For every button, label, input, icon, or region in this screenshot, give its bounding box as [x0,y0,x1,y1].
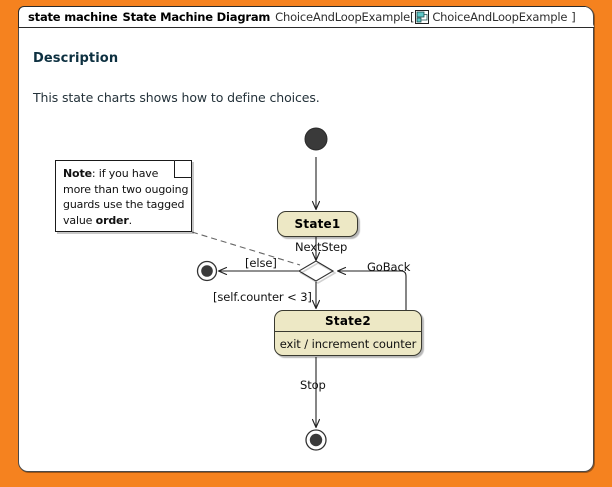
note-label: Note [63,167,92,180]
diagram-context: ChoiceAndLoopExample [432,10,568,24]
diagram-keyword: state machine [28,10,118,24]
transition-label-nextstep: NextStep [295,240,348,254]
diagram-name: ChoiceAndLoopExample [275,10,411,24]
note-text: Note: if you have more than two ougoing … [63,166,189,228]
state-node-state1[interactable]: State1 [277,211,358,237]
state1-label: State1 [294,217,341,231]
note-body: if you have more than two ougoing guards… [63,167,189,227]
note-emphasis: order [95,213,129,227]
description-heading: Description [33,51,119,66]
note-period: . [128,213,133,227]
transition-label-else: [else] [245,256,277,270]
diagram-frame [18,6,594,472]
note-box[interactable]: Note: if you have more than two ougoing … [55,160,192,232]
diagram-type-label: State Machine Diagram [122,10,271,24]
state-node-state2[interactable]: State2 exit / increment counter [274,310,422,356]
transition-label-counter-guard: [self.counter < 3] [213,290,312,304]
state-machine-icon [415,10,429,24]
transition-label-goback: GoBack [367,260,411,274]
note-fold-icon [174,160,192,178]
note-separator: : [91,167,99,180]
description-text: This state charts shows how to define ch… [33,90,320,105]
state2-behavior: exit / increment counter [279,337,417,351]
state2-label: State2 [275,311,421,332]
transition-label-stop: Stop [300,378,326,392]
bracket-close: ] [571,10,576,24]
bracket-open: [ [410,10,415,24]
diagram-title-tab[interactable]: state machine State Machine Diagram Choi… [18,6,595,28]
